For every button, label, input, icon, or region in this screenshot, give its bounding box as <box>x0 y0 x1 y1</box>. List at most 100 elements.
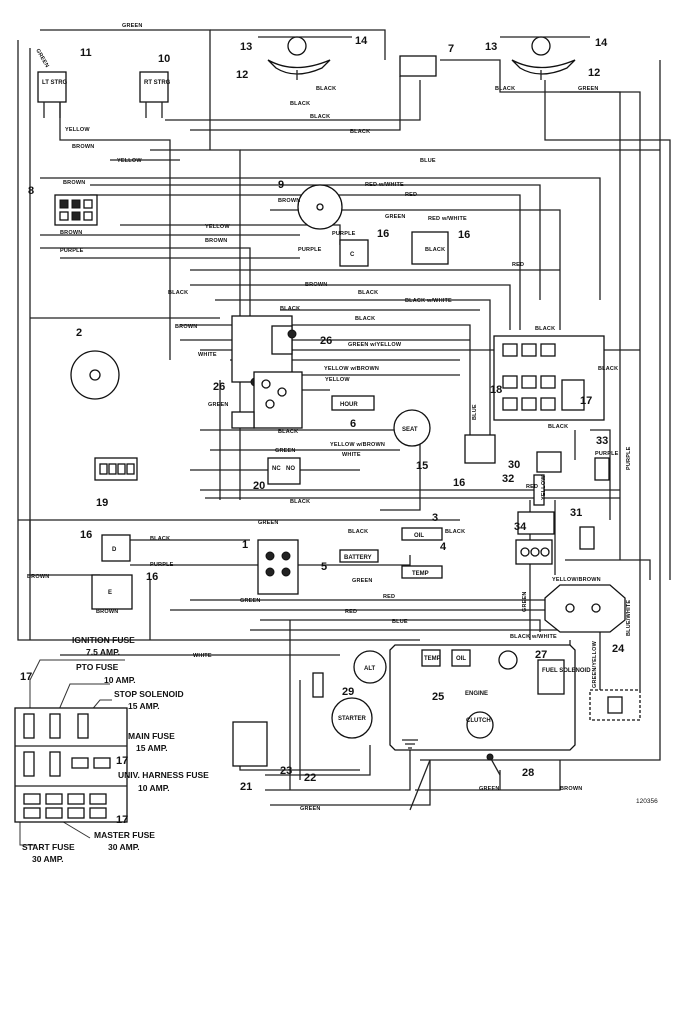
wire-label-green: GREEN <box>300 806 321 812</box>
wire-label-green: GREEN <box>385 214 406 220</box>
callout-17-a: 17 <box>20 671 32 683</box>
temp-light-4: TEMP <box>401 565 443 579</box>
connector-8 <box>54 194 98 226</box>
wire-label-green: GREEN <box>258 520 279 526</box>
drawing-number: 120356 <box>636 798 658 805</box>
pto-fuse-label: PTO FUSE <box>76 662 119 672</box>
wire-label-green: GREEN <box>522 591 528 612</box>
battery-5: BATTERY <box>339 549 379 563</box>
wire-label-brown: BROWN <box>175 324 197 330</box>
univ-harness-fuse-label: UNIV. HARNESS FUSE <box>118 770 209 780</box>
wire-label-yellow: YELLOW <box>541 475 547 500</box>
relay-16-c <box>464 434 496 464</box>
callout-1: 1 <box>242 539 248 551</box>
wire-label-brown: BROWN <box>305 282 327 288</box>
wire-color-labels: GREEN GREEN BLACK BLACK BLACK BLACK BLAC… <box>27 23 632 812</box>
wire-label-black: BLACK <box>495 86 515 92</box>
fuse-box <box>14 707 128 823</box>
wire-label-purple: PURPLE <box>626 446 632 470</box>
wire-label-green: GREEN <box>122 23 143 29</box>
pto-fuse-amp: 10 AMP. <box>104 675 136 685</box>
callout-2: 2 <box>76 327 82 339</box>
wire-label-white: WHITE <box>342 452 361 458</box>
engine-block: ENGINE <box>389 644 576 751</box>
fuel-solenoid-27: FUEL SOLENOID <box>537 659 591 695</box>
lt-strg-label: LT STRG <box>42 80 68 86</box>
wire-label-yellow: YELLOW <box>325 377 350 383</box>
relay-16-a: C <box>339 239 369 267</box>
pto-switch-2 <box>70 350 120 400</box>
wire-label-yellow: YELLOW <box>117 158 142 164</box>
callout-17-c: 17 <box>116 814 128 826</box>
wire-label-purple: PURPLE <box>150 562 174 568</box>
callout-18: 18 <box>490 384 502 396</box>
wire-label-black: BLACK <box>348 529 368 535</box>
callout-13-left: 13 <box>240 41 252 53</box>
callout-20: 20 <box>253 480 265 492</box>
wire-label-blue: BLUE <box>472 404 478 420</box>
callout-7: 7 <box>448 43 454 55</box>
hour-meter-label: HOUR <box>340 402 358 408</box>
wire-label-red: RED <box>383 594 395 600</box>
oil-light-3: OIL <box>401 527 443 541</box>
wire-label-brown: BROWN <box>63 180 85 186</box>
relay-block-1 <box>257 539 299 595</box>
wire-label-black: BLACK <box>598 366 618 372</box>
callout-16-b: 16 <box>458 229 470 241</box>
callout-16-e: 16 <box>146 571 158 583</box>
wire-label-black: BLACK <box>290 499 310 505</box>
univ-harness-fuse-amp: 10 AMP. <box>138 783 170 793</box>
right-headlight <box>500 36 590 80</box>
rt-strg-label: RT STRG <box>144 80 171 86</box>
wire-label-green: GREEN <box>208 402 229 408</box>
alternator: ALT <box>353 650 387 684</box>
wire-label-green-yellow: GREEN w/YELLOW <box>348 342 402 348</box>
ignition-fuse-amp: 7.5 AMP. <box>86 647 120 657</box>
module-30-32 <box>533 451 562 506</box>
wire-label-red-white: RED w/WHITE <box>428 216 467 222</box>
wire-label-white: WHITE <box>193 653 212 659</box>
component-31 <box>579 526 595 550</box>
wire-label-green: GREEN <box>479 786 500 792</box>
stop-solenoid-amp: 15 AMP. <box>128 701 160 711</box>
lt-steering-switch: LT STRG <box>37 71 68 118</box>
callout-17-b: 17 <box>116 755 128 767</box>
wire-label-black: BLACK <box>358 290 378 296</box>
callout-30: 30 <box>508 459 520 471</box>
callout-3: 3 <box>432 512 438 524</box>
module-7 <box>399 55 437 77</box>
wire-label-brown: BROWN <box>278 198 300 204</box>
wire-label-black: BLACK <box>350 129 370 135</box>
ground-symbol <box>402 739 418 749</box>
callout-16-c: 16 <box>453 477 465 489</box>
harness-module-26 <box>231 315 303 429</box>
master-fuse-label: MASTER FUSE <box>94 830 155 840</box>
nc-label: NC <box>272 466 281 472</box>
wire-label-green: GREEN <box>352 578 373 584</box>
wire-label-black-white: BLACK w/WHITE <box>405 298 452 304</box>
wire-label-green: GREEN <box>578 86 599 92</box>
wire-label-black-white: BLACK w/WHITE <box>510 634 557 640</box>
wire-label-white: WHITE <box>198 352 217 358</box>
wire-label-blue: BLUE <box>392 619 408 625</box>
wire-label-black: BLACK <box>310 114 330 120</box>
callout-26-b: 26 <box>213 381 225 393</box>
wire-label-brown: BROWN <box>205 238 227 244</box>
callout-14-left: 14 <box>355 35 368 47</box>
callout-14-right: 14 <box>595 37 608 49</box>
callout-19: 19 <box>96 497 108 509</box>
wire-label-yellow-brown: YELLOW w/BROWN <box>330 442 385 448</box>
hour-meter-6: HOUR <box>331 395 375 411</box>
callout-34: 34 <box>514 521 527 533</box>
wire-label-brown: BROWN <box>560 786 582 792</box>
callout-16-a: 16 <box>377 228 389 240</box>
wire-label-red: RED <box>526 484 538 490</box>
wire-label-purple: PURPLE <box>298 247 322 253</box>
callout-22: 22 <box>304 772 316 784</box>
callout-8: 8 <box>28 185 34 197</box>
glow-plug <box>498 650 518 670</box>
wire-label-black: BLACK <box>168 290 188 296</box>
svg-text:D: D <box>112 547 117 553</box>
wire-label-blue: BLUE <box>420 158 436 164</box>
callout-11: 11 <box>80 47 92 59</box>
